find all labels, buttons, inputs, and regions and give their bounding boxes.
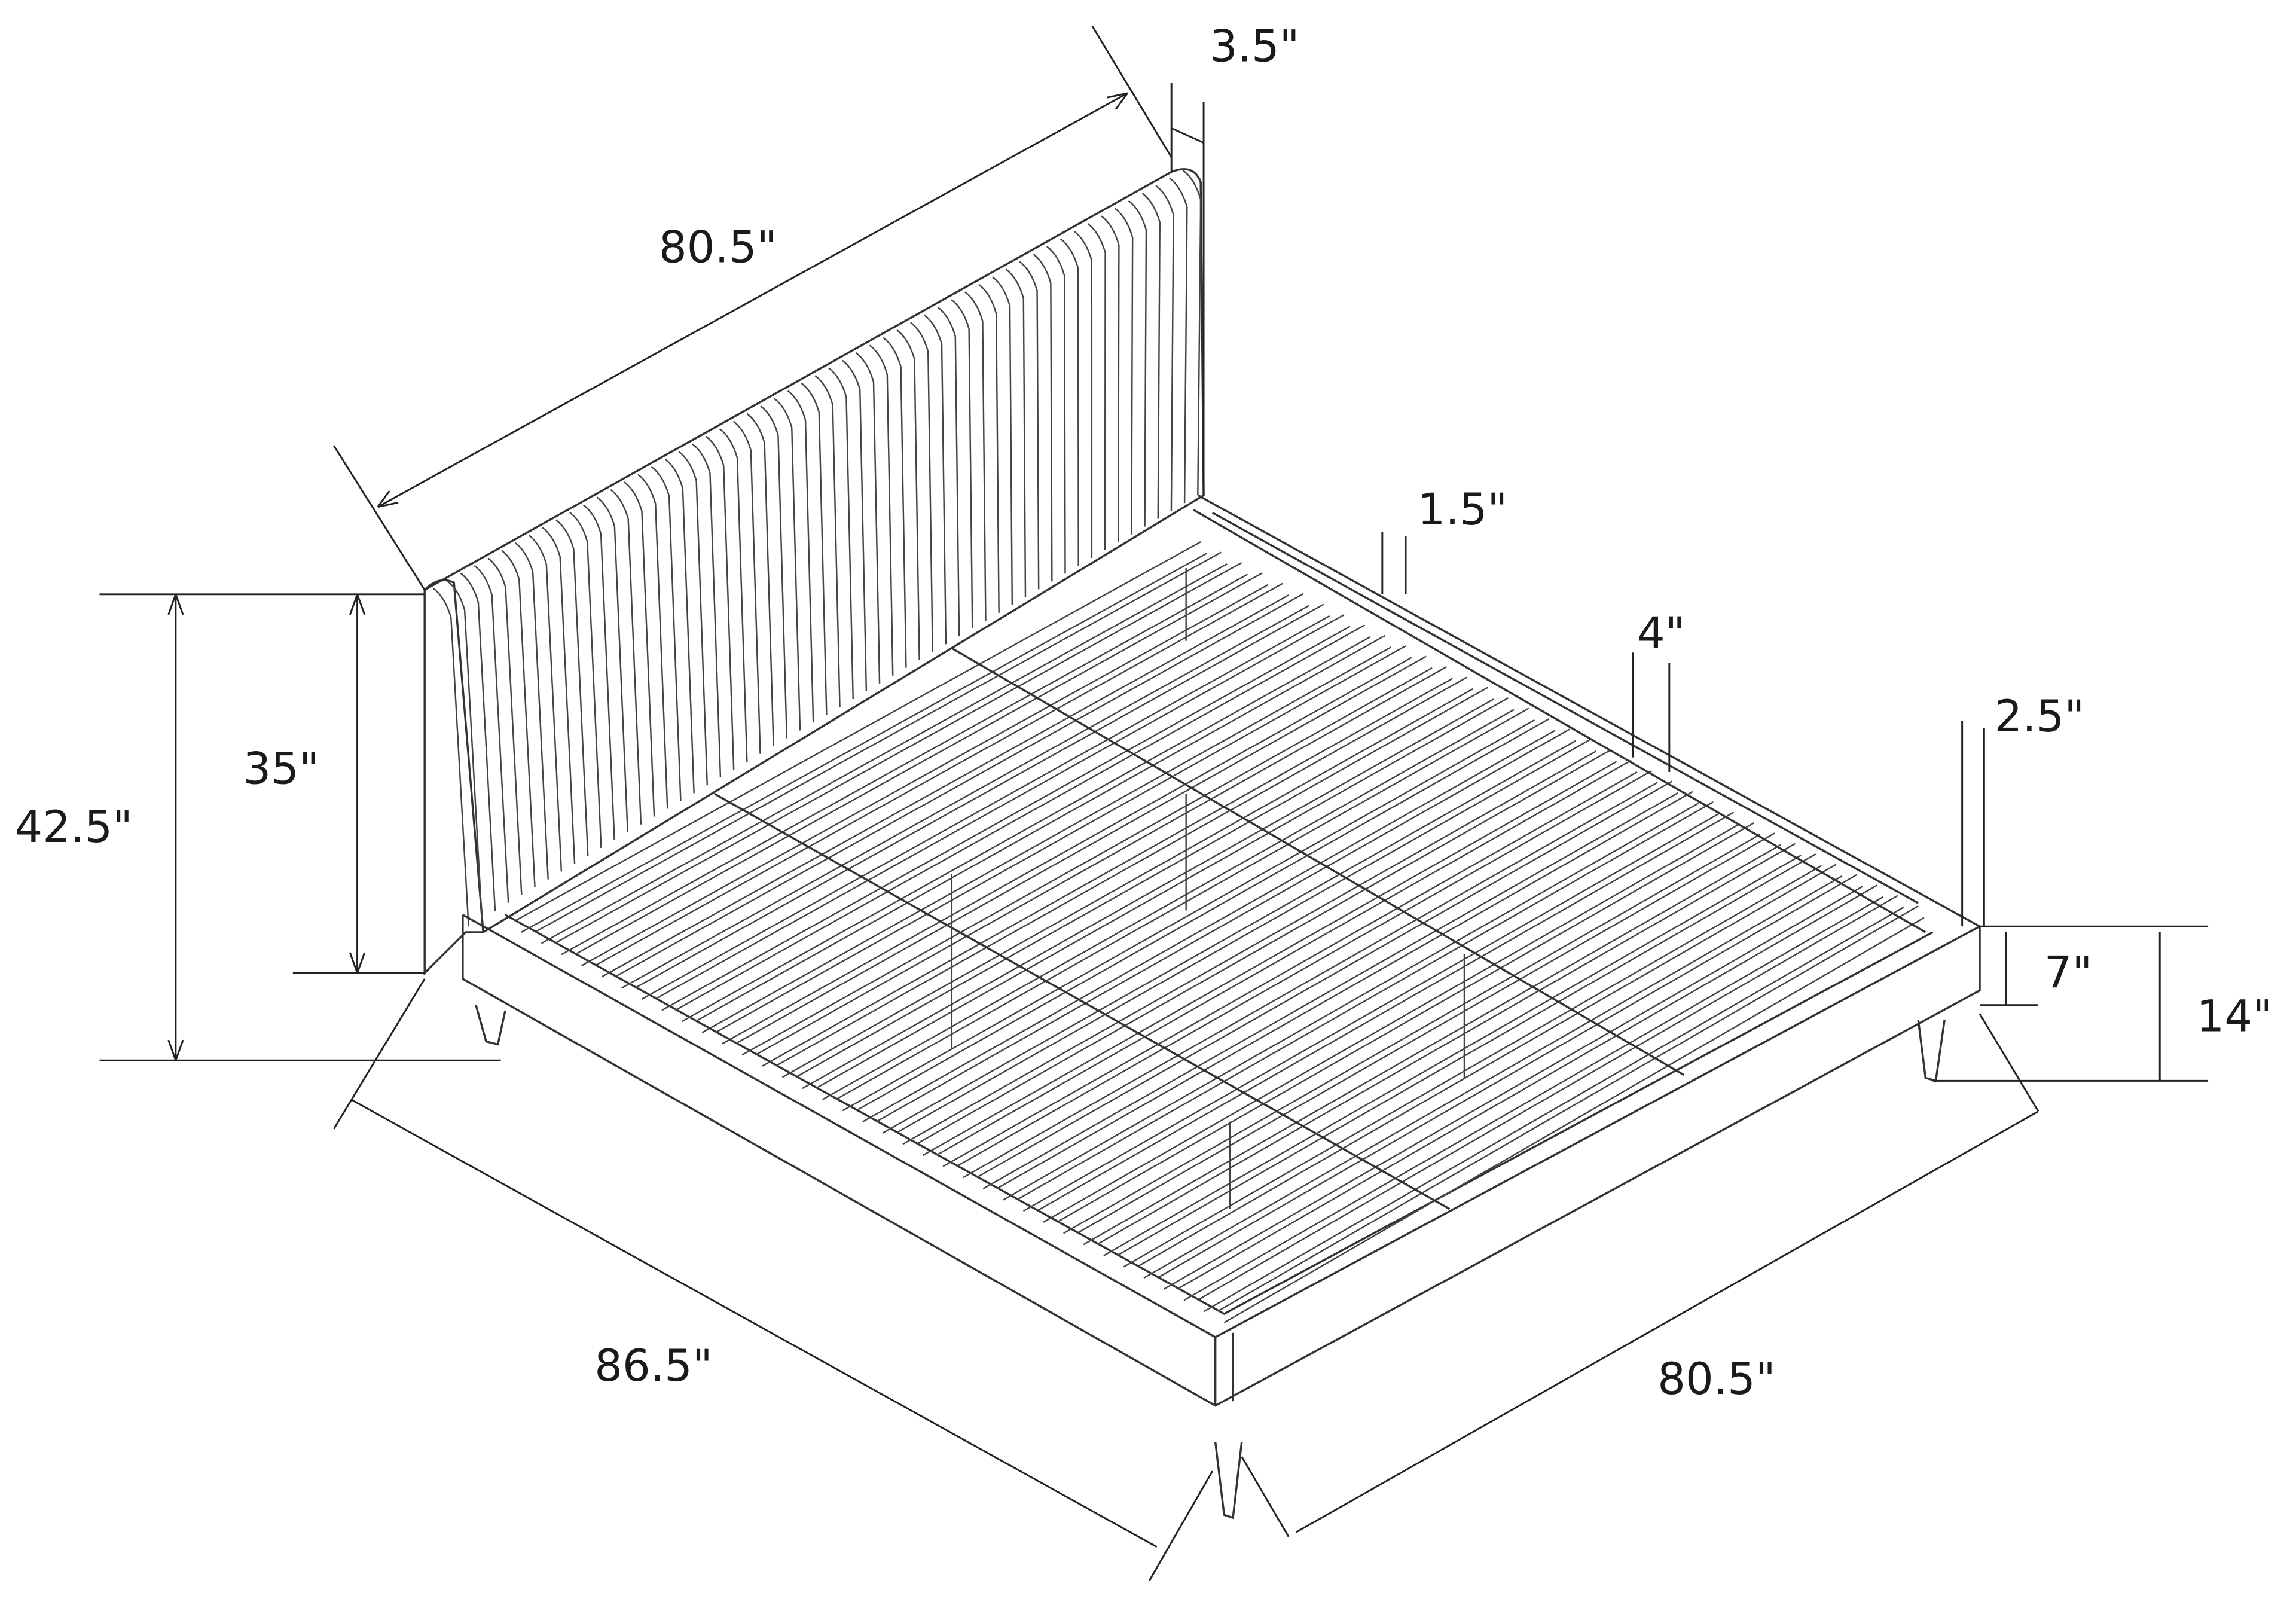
label-rail-height: 7" xyxy=(2044,948,2093,999)
label-headboard-thickness: 3.5" xyxy=(1210,21,1300,72)
center-supports xyxy=(714,509,1926,1210)
dimension-labels: 80.5" 3.5" 42.5" 35" 1.5" 4" 2.5" 7" 14"… xyxy=(14,21,2272,1405)
label-side-rail-thickness: 1.5" xyxy=(1418,484,1508,535)
label-headboard-height: 35" xyxy=(243,744,319,795)
label-overall-width: 80.5" xyxy=(1657,1354,1775,1405)
label-overall-length: 86.5" xyxy=(594,1341,712,1392)
label-footboard-rail-thickness: 2.5" xyxy=(1995,691,2085,742)
slats xyxy=(515,541,1925,1323)
bed-frame xyxy=(462,494,1982,1520)
label-frame-height: 14" xyxy=(2196,991,2272,1042)
dimension-lines xyxy=(99,26,2209,1581)
label-overall-height: 42.5" xyxy=(14,802,132,853)
label-side-rail-depth: 4" xyxy=(1637,608,1686,659)
label-headboard-width: 80.5" xyxy=(659,222,777,273)
headboard xyxy=(423,168,1205,976)
